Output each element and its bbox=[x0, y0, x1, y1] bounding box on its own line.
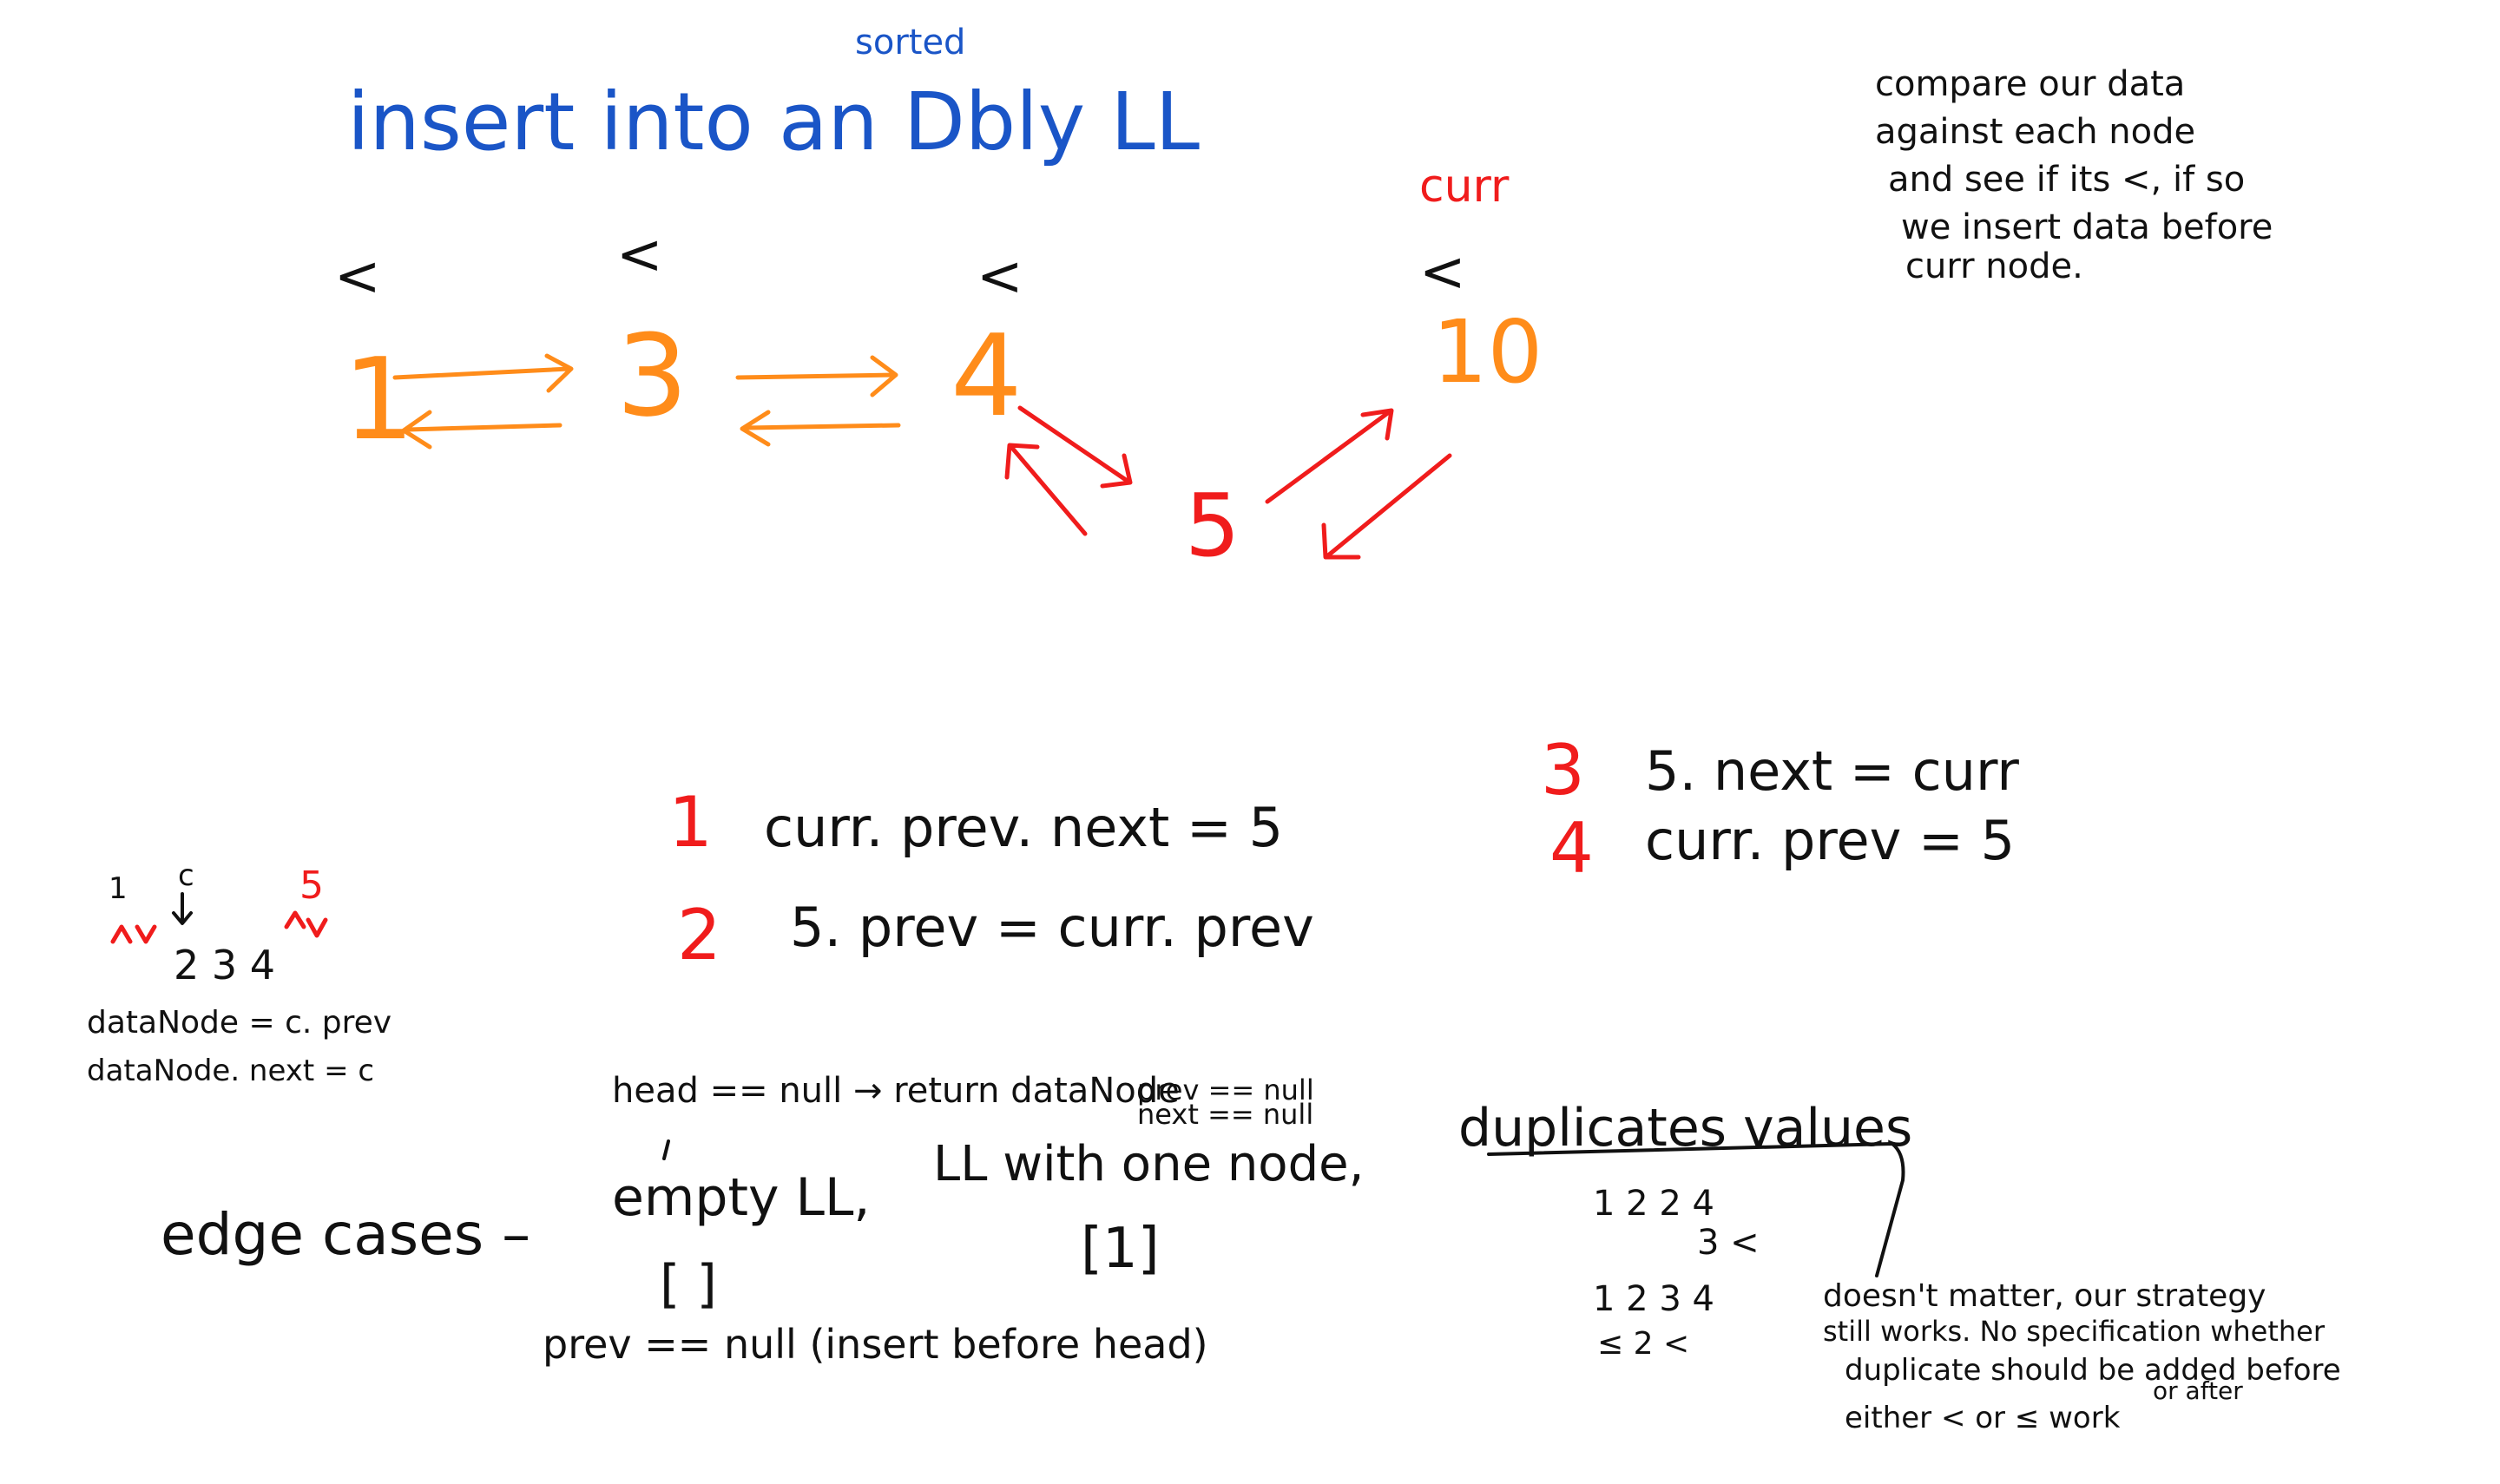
node-value: 3 bbox=[616, 310, 688, 442]
sketch-line: dataNode. next = c bbox=[87, 1054, 374, 1088]
step-text: curr. prev. next = 5 bbox=[764, 796, 1283, 859]
description-line: we insert data before bbox=[1901, 207, 2273, 247]
dup-note-line: duplicate should be added before bbox=[1845, 1353, 2341, 1388]
description-line: curr node. bbox=[1905, 246, 2083, 286]
step-text: 5. prev = curr. prev bbox=[790, 896, 1314, 959]
empty-case: empty LL, bbox=[612, 1167, 870, 1228]
node-value: 4 bbox=[951, 310, 1023, 442]
dup-sketch: ≤ 2 < bbox=[1597, 1326, 1689, 1362]
sketch-label: c bbox=[178, 858, 194, 893]
dup-note-line: doesn't matter, our strategy bbox=[1823, 1278, 2266, 1314]
dup-sketch: 1 2 2 4 bbox=[1593, 1184, 1714, 1224]
sketch-label: 5 bbox=[299, 863, 324, 908]
sorted-note: sorted bbox=[855, 23, 965, 62]
edge-cases-label: edge cases – bbox=[161, 1201, 530, 1268]
node-value: 1 bbox=[343, 333, 415, 465]
new-node-arrows bbox=[1004, 405, 1452, 560]
step-number: 1 bbox=[668, 782, 713, 863]
dup-sketch: 3 < bbox=[1697, 1223, 1760, 1263]
dup-note-line: or after bbox=[2153, 1376, 2243, 1405]
sketch-label: 1 bbox=[109, 871, 128, 906]
new-node-value: 5 bbox=[1185, 475, 1240, 576]
one-node-note: prev == null bbox=[1137, 1074, 1314, 1106]
sketch-arrows-red bbox=[110, 924, 157, 944]
dup-sketch: 1 2 3 4 bbox=[1593, 1279, 1714, 1319]
dup-note-line: either < or ≤ work bbox=[1845, 1401, 2121, 1435]
edge-cases: head == null → return dataNode prev == n… bbox=[161, 1071, 2341, 1435]
link-arrows-1-3 bbox=[392, 353, 574, 450]
node-marker: < bbox=[1419, 240, 1466, 305]
description-line: and see if its <, if so bbox=[1888, 160, 2245, 200]
link-arrows-3-4 bbox=[735, 355, 901, 447]
steps: 1 curr. prev. next = 5 2 5. prev = curr.… bbox=[668, 730, 2019, 975]
node-value: 10 bbox=[1432, 301, 1543, 403]
node-marker: < bbox=[616, 223, 663, 287]
empty-sketch: [ ] bbox=[660, 1254, 717, 1315]
curr-label: curr bbox=[1419, 161, 1510, 213]
empty-note: head == null → return dataNode bbox=[612, 1071, 1180, 1111]
description-line: against each node bbox=[1875, 112, 2195, 152]
node-marker: < bbox=[977, 245, 1023, 309]
step-number: 2 bbox=[677, 895, 721, 975]
sketch-arrow bbox=[172, 892, 193, 925]
prev-null-note: prev == null (insert before head) bbox=[543, 1321, 1208, 1368]
page-title: insert into an Dbly LL bbox=[347, 76, 1200, 168]
one-node-case: LL with one node, bbox=[933, 1136, 1364, 1192]
node-marker: < bbox=[334, 245, 381, 309]
description-line: compare our data bbox=[1875, 64, 2185, 104]
side-sketch: 1 c 5 2 3 4 dataNode = c. prev dataNode.… bbox=[87, 858, 391, 1088]
duplicates-bracket bbox=[1487, 1142, 1905, 1277]
tick-mark bbox=[662, 1139, 670, 1160]
sketch-line: dataNode = c. prev bbox=[87, 1005, 391, 1041]
sketch-arrows-red bbox=[284, 910, 328, 938]
one-node-sketch: [1] bbox=[1081, 1217, 1160, 1281]
step-text: 5. next = curr bbox=[1645, 739, 2019, 803]
one-node-note: next == null bbox=[1137, 1098, 1313, 1131]
description: compare our data against each node and s… bbox=[1875, 64, 2273, 286]
step-number: 3 bbox=[1541, 730, 1585, 811]
dup-note-line: still works. No specification whether bbox=[1823, 1315, 2326, 1348]
sketch-sequence: 2 3 4 bbox=[174, 942, 275, 988]
step-text: curr. prev = 5 bbox=[1645, 809, 2015, 872]
step-number: 4 bbox=[1549, 808, 1594, 889]
